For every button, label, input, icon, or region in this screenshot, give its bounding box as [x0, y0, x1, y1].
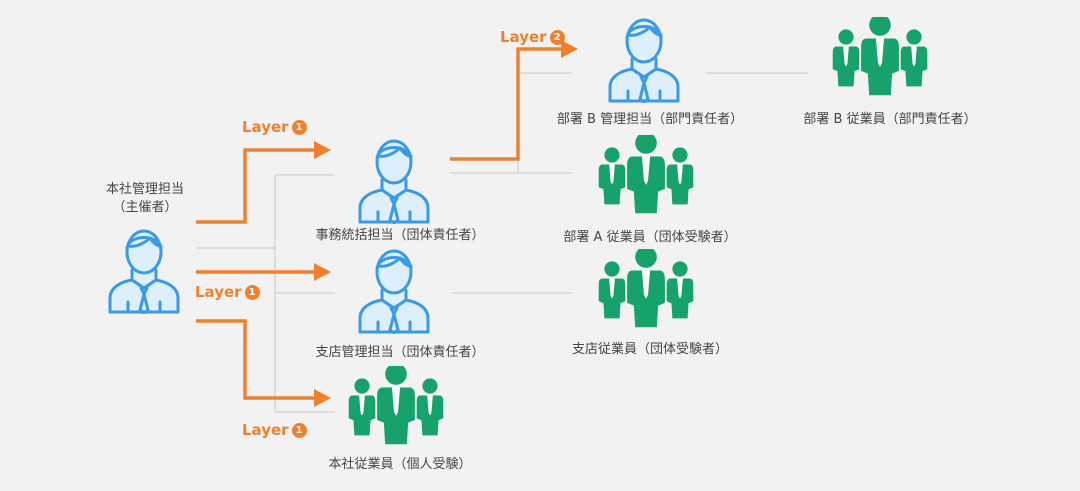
branch-admin-label: 支店管理担当（団体責任者）	[315, 345, 485, 360]
arrow-to-hq-staff	[196, 319, 316, 400]
layer-tag-1-mid: Layer 1	[195, 283, 260, 301]
staff-group-icon	[596, 132, 696, 227]
layer-number-badge: 1	[291, 119, 307, 135]
arrowhead-dept-b-admin	[561, 40, 578, 58]
arrowhead-hq-staff	[314, 389, 331, 407]
office-admin-label: 事務統括担当（団体責任者）	[315, 228, 485, 243]
arrow-to-office-admin	[196, 148, 316, 224]
hq-admin-title: 本社管理担当	[105, 182, 184, 197]
layer-number-badge: 2	[549, 29, 565, 45]
staff-group-icon	[346, 363, 446, 458]
layer-number-badge: 1	[244, 284, 260, 300]
dept-b-staff-label: 部署 B 従業員（部門責任者）	[803, 112, 977, 127]
dept-a-staff-label: 部署 A 従業員（団体受験者）	[563, 230, 737, 245]
manager-person-icon	[608, 15, 680, 107]
manager-person-icon	[358, 136, 430, 228]
arrow-heads	[314, 40, 578, 407]
manager-person-icon	[108, 226, 180, 318]
dept-b-admin-label: 部署 B 管理担当（部門責任者）	[556, 112, 744, 127]
layer-text: Layer	[242, 421, 289, 439]
layer-tag-1-top: Layer 1	[242, 118, 307, 136]
layer-tag-2: Layer 2	[500, 28, 565, 46]
arrow-to-dept-b-admin	[450, 47, 563, 161]
layer-text: Layer	[242, 118, 289, 136]
staff-group-icon	[830, 14, 930, 109]
hq-admin-label: 本社管理担当 （主催者）	[80, 181, 210, 217]
staff-group-icon	[596, 246, 696, 341]
arrowhead-office-admin	[314, 141, 331, 159]
manager-person-icon	[358, 246, 430, 338]
hq-staff-label: 本社従業員（個人受験）	[328, 457, 472, 472]
orange-arrows	[196, 47, 563, 400]
layer-text: Layer	[195, 283, 242, 301]
layer-number-badge: 1	[291, 422, 307, 438]
branch-staff-label: 支店従業員（団体受験者）	[571, 342, 728, 357]
arrowhead-branch-admin	[314, 263, 331, 281]
layer-text: Layer	[500, 28, 547, 46]
layer-tag-1-bottom: Layer 1	[242, 421, 307, 439]
hq-admin-role: （主催者）	[112, 200, 178, 215]
